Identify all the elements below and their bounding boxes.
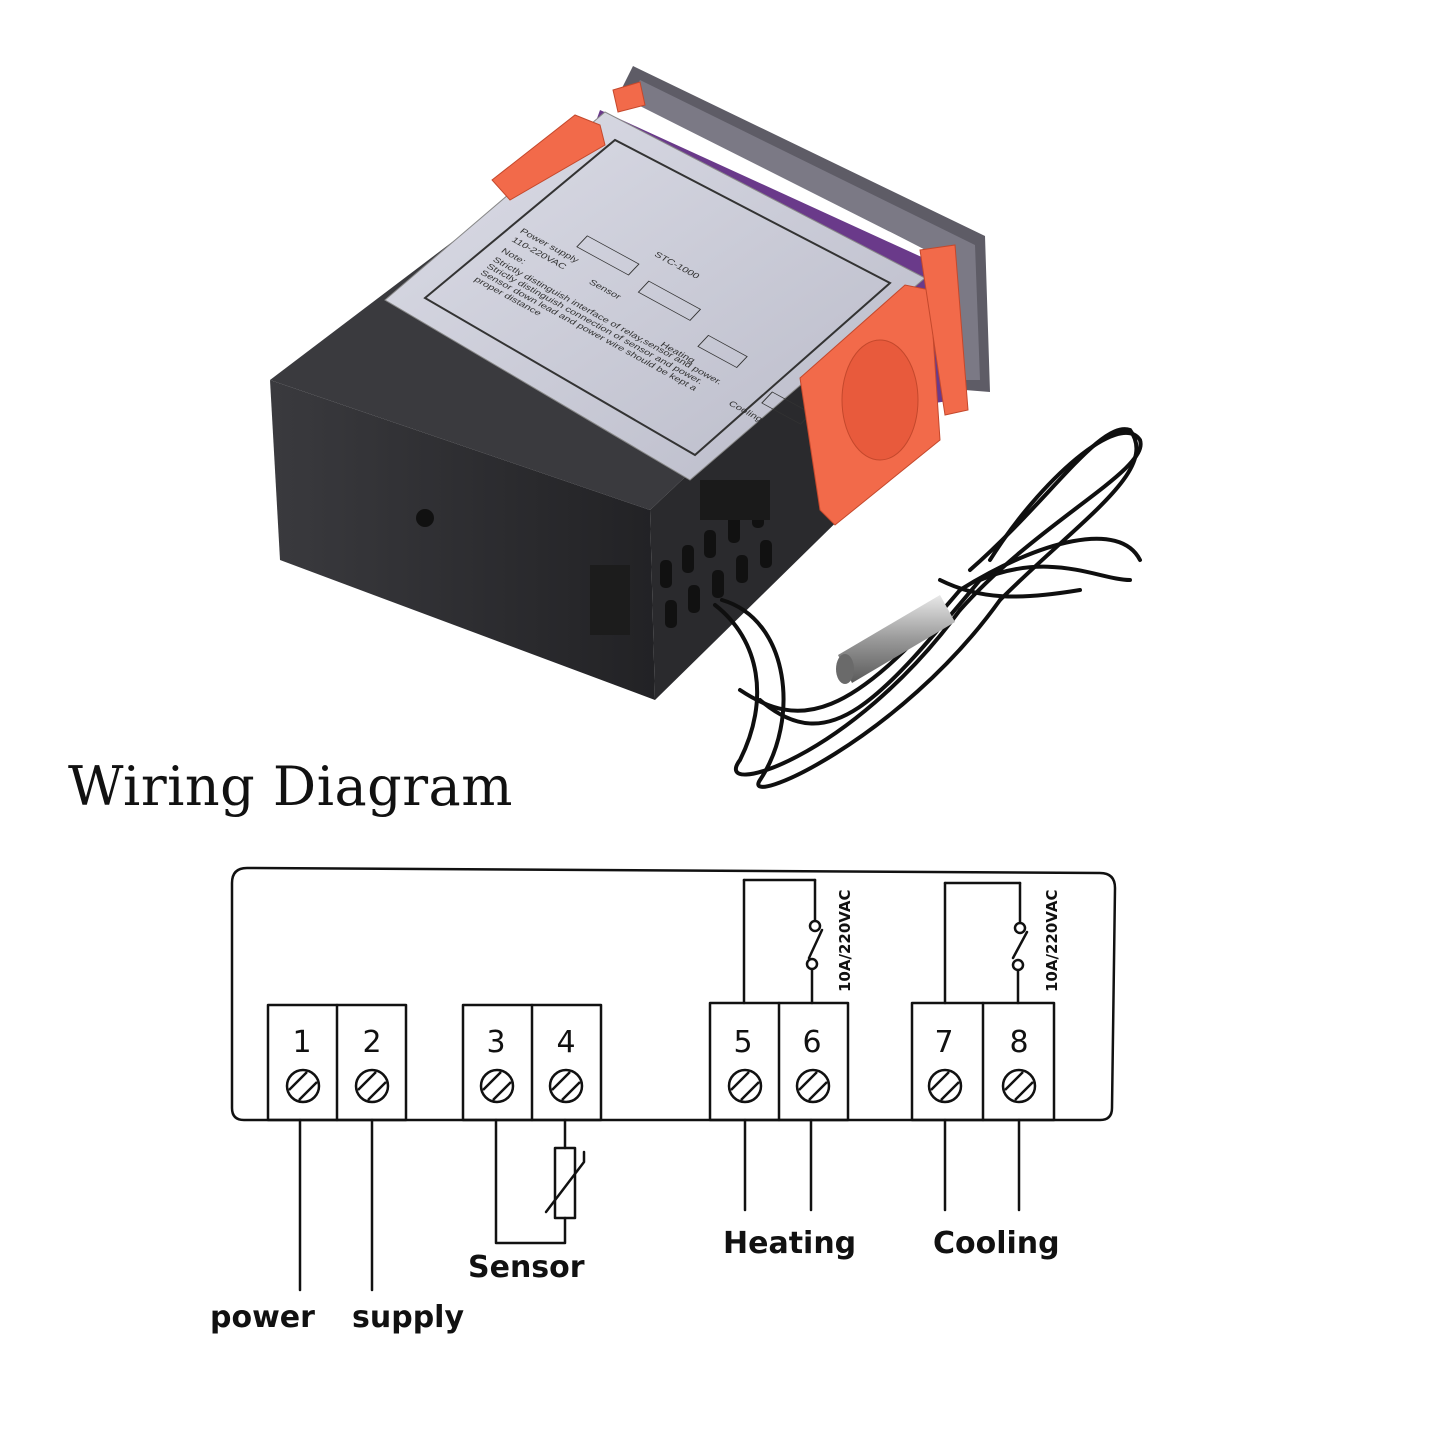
screw-terminal-icon [927,1068,963,1104]
product-photo: STC-1000 Power supply 110-220VAC Sensor … [270,66,1143,789]
controller-outline [230,866,1117,1122]
terminal-number: 4 [556,1025,575,1060]
label-cooling: Cooling [933,1226,1060,1261]
label-panel: STC-1000 Power supply 110-220VAC Sensor … [384,111,926,481]
mounting-clip-right [799,244,969,526]
heating-relay-switch [742,878,824,1005]
screw-terminal-icon [795,1068,831,1104]
label-supply: supply [352,1300,464,1335]
screw-terminal-icon [354,1068,390,1104]
terminal-number: 5 [733,1025,752,1060]
terminal-number: 6 [802,1025,821,1060]
screw-terminal-icon [1001,1068,1037,1104]
temperature-probe [836,595,955,684]
page-title: Wiring Diagram [68,755,513,818]
cooling-relay-switch [943,881,1029,1005]
label-power: power [210,1300,315,1335]
thermistor-symbol [553,1146,577,1220]
screw-terminal-icon [479,1068,515,1104]
label-sensor: Sensor [468,1250,585,1285]
mounting-clip-top [491,81,646,201]
label-heating: Heating [723,1226,856,1261]
terminal-number: 1 [292,1025,311,1060]
sensor-lead-wire [494,1118,567,1245]
front-bezel [620,66,990,392]
screw-terminal-icon [727,1068,763,1104]
heating-relay-rating: 10A/220VAC [836,890,854,992]
terminal-number: 2 [362,1025,381,1060]
screw-terminal-icon [285,1068,321,1104]
screw-hole [416,509,434,527]
wiring-diagram: 1 2 3 4 5 6 7 8 10A/220VAC 10A/220VAC po… [210,866,1117,1335]
terminal-number: 7 [934,1025,953,1060]
cooling-relay-rating: 10A/220VAC [1043,890,1061,992]
vent-slots [590,480,772,635]
terminal-number: 3 [486,1025,505,1060]
terminal-number: 8 [1009,1025,1028,1060]
screw-terminal-icon [548,1068,584,1104]
